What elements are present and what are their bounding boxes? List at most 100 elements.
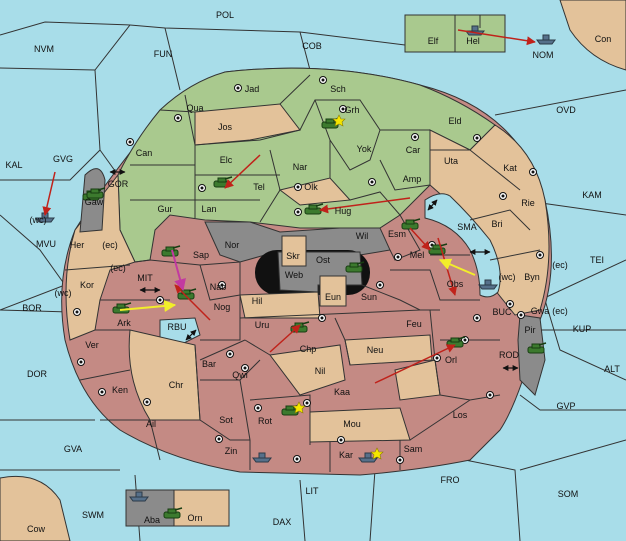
sea-region-label: NOM xyxy=(533,50,554,60)
land-region-label: Uru xyxy=(255,320,270,330)
land-region-label: Hel xyxy=(466,36,480,46)
army-unit-icon[interactable] xyxy=(281,401,306,416)
land-region-label: Ken xyxy=(112,385,128,395)
fleet-unit-icon[interactable] xyxy=(478,279,498,290)
land-region-label: Mou xyxy=(343,419,361,429)
supply-center-icon xyxy=(77,358,85,366)
region-orn[interactable] xyxy=(173,489,230,527)
land-region-label: Sap xyxy=(193,250,209,260)
land-region-label: Ail xyxy=(146,419,156,429)
supply-center-icon xyxy=(506,300,514,308)
land-region-label: Kat xyxy=(503,163,517,173)
land-region-label: Orl xyxy=(445,355,457,365)
order-arrow xyxy=(457,29,536,46)
region-eun[interactable] xyxy=(319,275,347,307)
army-unit-icon[interactable] xyxy=(177,288,197,300)
order-arrow xyxy=(224,154,261,189)
region-pir[interactable] xyxy=(517,314,546,396)
supply-center-icon xyxy=(254,404,262,412)
land-region-label: Hil xyxy=(252,296,263,306)
land-region-label: Web xyxy=(285,270,303,280)
region-cow[interactable] xyxy=(0,475,71,541)
supply-center-icon xyxy=(294,208,302,216)
land-region-label: Jad xyxy=(245,84,260,94)
sea-region-label: MVU xyxy=(36,239,56,249)
land-region-label: Her xyxy=(70,240,85,250)
supply-center-icon xyxy=(319,76,327,84)
region-skr[interactable] xyxy=(281,235,307,267)
yellow-star-icon xyxy=(332,114,346,127)
sea-region-label: GVG xyxy=(53,154,73,164)
sea-region-label: OVD xyxy=(556,105,576,115)
fleet-unit-icon[interactable] xyxy=(252,452,272,463)
supply-center-icon xyxy=(339,105,347,113)
land-region-label: Skr xyxy=(286,251,300,261)
supply-center-icon xyxy=(368,178,376,186)
sea-region-label: MIT xyxy=(137,273,153,283)
coast-label: (wc) xyxy=(30,215,47,225)
supply-center-icon xyxy=(337,436,345,444)
supply-center-icon xyxy=(396,456,404,464)
supply-center-icon xyxy=(394,253,402,261)
order-arrow xyxy=(269,324,301,353)
army-unit-icon[interactable] xyxy=(527,342,547,354)
sea-region-label: GVA xyxy=(64,444,82,454)
sea-region-label: BOR xyxy=(22,303,42,313)
supply-center-icon xyxy=(241,364,249,372)
land-region-label: Car xyxy=(406,145,421,155)
land-region-label: Bri xyxy=(492,219,503,229)
land-region-label: Sam xyxy=(404,444,423,454)
support-arrow xyxy=(119,300,177,312)
land-region-label: Gwa xyxy=(531,306,550,316)
sea-region-label: Cow xyxy=(27,524,46,534)
land-region-label: Qwi xyxy=(232,370,248,380)
passage-arrow xyxy=(427,199,438,211)
army-unit-icon[interactable] xyxy=(321,114,346,129)
army-unit-icon[interactable] xyxy=(446,336,466,348)
supply-center-icon xyxy=(411,133,419,141)
land-region-label: Chp xyxy=(300,344,317,354)
army-unit-icon[interactable] xyxy=(345,261,365,273)
sea-region-label: SOM xyxy=(558,489,579,499)
fleet-unit-icon[interactable] xyxy=(536,34,556,45)
land-region-label: Olk xyxy=(304,182,318,192)
order-arrow xyxy=(374,344,456,384)
fleet-unit-icon[interactable] xyxy=(358,447,384,463)
land-region-label: Rie xyxy=(521,198,535,208)
land-region-label: Amp xyxy=(403,174,422,184)
coast-label: (wc) xyxy=(55,288,72,298)
supply-center-icon xyxy=(486,391,494,399)
sea-region-label: NVM xyxy=(34,44,54,54)
tan-patches xyxy=(128,103,441,443)
land-region-label: Nar xyxy=(293,162,308,172)
sea-region-label: RBU xyxy=(167,322,186,332)
supply-center-icon xyxy=(294,183,302,191)
sea-region-label: FRO xyxy=(441,475,460,485)
supply-center-icon xyxy=(318,314,326,322)
supply-center-icon xyxy=(234,84,242,92)
convoy-arrow xyxy=(171,249,186,292)
land-region-label: Sun xyxy=(361,292,377,302)
land-region-label: Ark xyxy=(117,318,131,328)
army-unit-icon[interactable] xyxy=(86,187,106,199)
fleet-unit-icon[interactable] xyxy=(129,491,149,502)
supply-center-icon xyxy=(73,308,81,316)
supply-center-icon xyxy=(215,435,223,443)
land-region-label: Ver xyxy=(85,340,99,350)
sea-region-label: BUC xyxy=(492,307,512,317)
land-region-label: Neu xyxy=(367,345,384,355)
passage-arrows xyxy=(109,169,519,371)
sea-region-label: TEI xyxy=(590,255,604,265)
land-region-label: Kar xyxy=(339,450,353,460)
units-layer xyxy=(35,25,556,519)
region-aba[interactable] xyxy=(125,489,175,527)
coast-label: (ec) xyxy=(110,263,126,273)
coast-label: (ec) xyxy=(552,260,568,270)
supply-center-icon xyxy=(293,455,301,463)
army-unit-icon[interactable] xyxy=(163,507,183,519)
land-region-label: Can xyxy=(136,148,153,158)
land-region-label: Nil xyxy=(315,366,326,376)
land-region-label: Grh xyxy=(344,105,359,115)
land-region-label: Rot xyxy=(258,416,273,426)
sea-region-label: LIT xyxy=(305,486,319,496)
